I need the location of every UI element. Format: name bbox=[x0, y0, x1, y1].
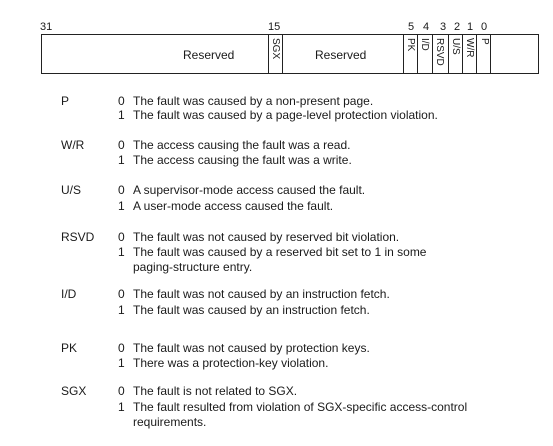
divider bbox=[490, 35, 491, 73]
p-bit-label: P bbox=[479, 38, 490, 45]
bit-value: 1 bbox=[118, 199, 125, 213]
field-name-sgx: SGX bbox=[61, 384, 87, 398]
bit-number-4: 4 bbox=[423, 21, 430, 33]
bit-number-3: 3 bbox=[440, 21, 447, 33]
desc-text: The fault was not caused by reserved bit… bbox=[133, 230, 400, 244]
field-name-id: I/D bbox=[61, 287, 77, 301]
divider bbox=[432, 35, 433, 73]
desc-text: paging-structure entry. bbox=[133, 260, 253, 274]
reserved-high-label: Reserved bbox=[183, 48, 235, 62]
divider bbox=[268, 35, 269, 73]
desc-text: The access causing the fault was a read. bbox=[133, 138, 351, 152]
bit-number-5: 5 bbox=[408, 21, 415, 33]
bit-number-1: 1 bbox=[467, 21, 474, 33]
bit-value: 1 bbox=[118, 153, 125, 167]
desc-text: A user-mode access caused the fault. bbox=[133, 199, 334, 213]
bit-value: 0 bbox=[118, 287, 125, 301]
bit-value: 1 bbox=[118, 245, 125, 259]
bit-number-0: 0 bbox=[481, 21, 488, 33]
rsvd-bit-label: RSVD bbox=[434, 38, 445, 66]
desc-text: requirements. bbox=[133, 415, 207, 429]
desc-text: A supervisor-mode access caused the faul… bbox=[133, 183, 366, 197]
bit-value: 1 bbox=[118, 108, 125, 122]
desc-text: The fault is not related to SGX. bbox=[133, 384, 298, 398]
bit-value: 0 bbox=[118, 341, 125, 355]
bit-value: 0 bbox=[118, 183, 125, 197]
reserved-low-label: Reserved bbox=[315, 48, 367, 62]
desc-text: The fault was caused by a reserved bit s… bbox=[133, 245, 427, 259]
desc-text: The fault was caused by a page-level pro… bbox=[133, 108, 438, 122]
bit-value: 0 bbox=[118, 94, 125, 108]
bit-number-31: 31 bbox=[40, 21, 53, 33]
bit-value: 1 bbox=[118, 303, 125, 317]
desc-text: The fault resulted from violation of SGX… bbox=[133, 400, 468, 414]
field-name-pk: PK bbox=[61, 341, 78, 355]
us-bit-label: U/S bbox=[450, 38, 461, 55]
bit-value: 1 bbox=[118, 356, 125, 370]
desc-text: There was a protection-key violation. bbox=[133, 356, 329, 370]
divider bbox=[282, 35, 283, 73]
desc-text: The fault was not caused by an instructi… bbox=[133, 287, 390, 301]
pk-bit-label: PK bbox=[405, 38, 416, 52]
desc-text: The fault was caused by a non-present pa… bbox=[133, 94, 374, 108]
field-name-p: P bbox=[61, 94, 70, 108]
id-bit-label: I/D bbox=[419, 38, 430, 51]
desc-text: The fault was caused by an instruction f… bbox=[133, 303, 370, 317]
desc-text: The fault was not caused by protection k… bbox=[133, 341, 370, 355]
divider bbox=[417, 35, 418, 73]
divider bbox=[476, 35, 477, 73]
sgx-bit-label: SGX bbox=[270, 38, 281, 60]
divider bbox=[403, 35, 404, 73]
divider bbox=[462, 35, 463, 73]
desc-text: The access causing the fault was a write… bbox=[133, 153, 352, 167]
divider bbox=[448, 35, 449, 73]
bit-value: 1 bbox=[118, 400, 125, 414]
bit-value: 0 bbox=[118, 230, 125, 244]
wr-bit-label: W/R bbox=[464, 38, 475, 58]
bit-number-2: 2 bbox=[454, 21, 461, 33]
bit-value: 0 bbox=[118, 138, 125, 152]
error-code-register: Reserved SGX Reserved PK I/D RSVD U/S W/… bbox=[41, 34, 539, 74]
field-name-wr: W/R bbox=[61, 138, 85, 152]
field-name-rsvd: RSVD bbox=[61, 230, 95, 244]
field-name-us: U/S bbox=[61, 183, 82, 197]
bit-value: 0 bbox=[118, 384, 125, 398]
bit-number-15: 15 bbox=[268, 21, 281, 33]
